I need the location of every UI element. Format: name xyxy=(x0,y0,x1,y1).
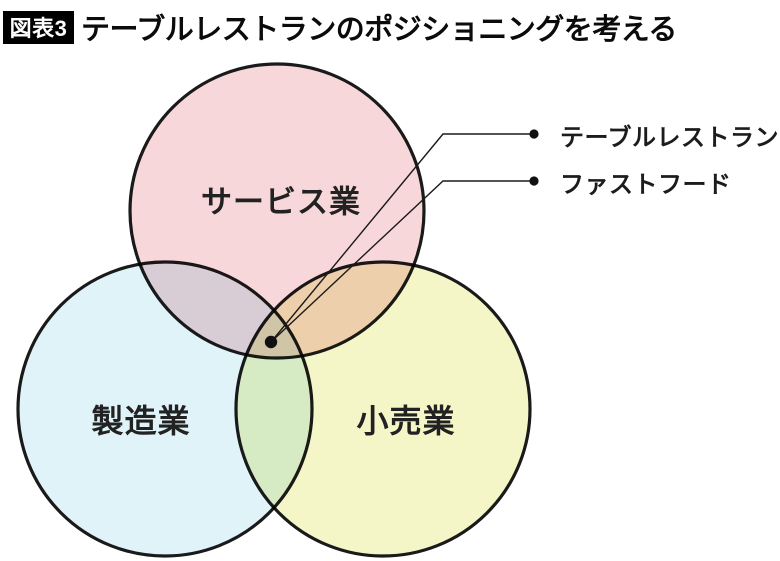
retail-industry-circle xyxy=(234,260,532,558)
annotation-fast-food: ファストフード xyxy=(560,171,732,199)
annotation-table-restaurant: テーブルレストラン xyxy=(560,124,780,152)
leader-line-table-restaurant xyxy=(270,133,531,343)
manufacturing-industry-label: 製造業 xyxy=(91,403,191,439)
figure-header: 図表3 テーブルレストランのポジショニングを考える xyxy=(3,6,677,48)
bullet-icon-table-restaurant xyxy=(529,129,539,139)
leader-line-fast-food xyxy=(270,180,531,343)
figure-number-badge: 図表3 xyxy=(3,10,74,44)
positioning-dot-icon xyxy=(264,335,278,349)
figure-title: テーブルレストランのポジショニングを考える xyxy=(81,14,677,46)
bullet-icon-fast-food xyxy=(529,176,539,186)
retail-industry-label: 小売業 xyxy=(356,403,456,439)
service-industry-label: サービス業 xyxy=(201,184,361,220)
